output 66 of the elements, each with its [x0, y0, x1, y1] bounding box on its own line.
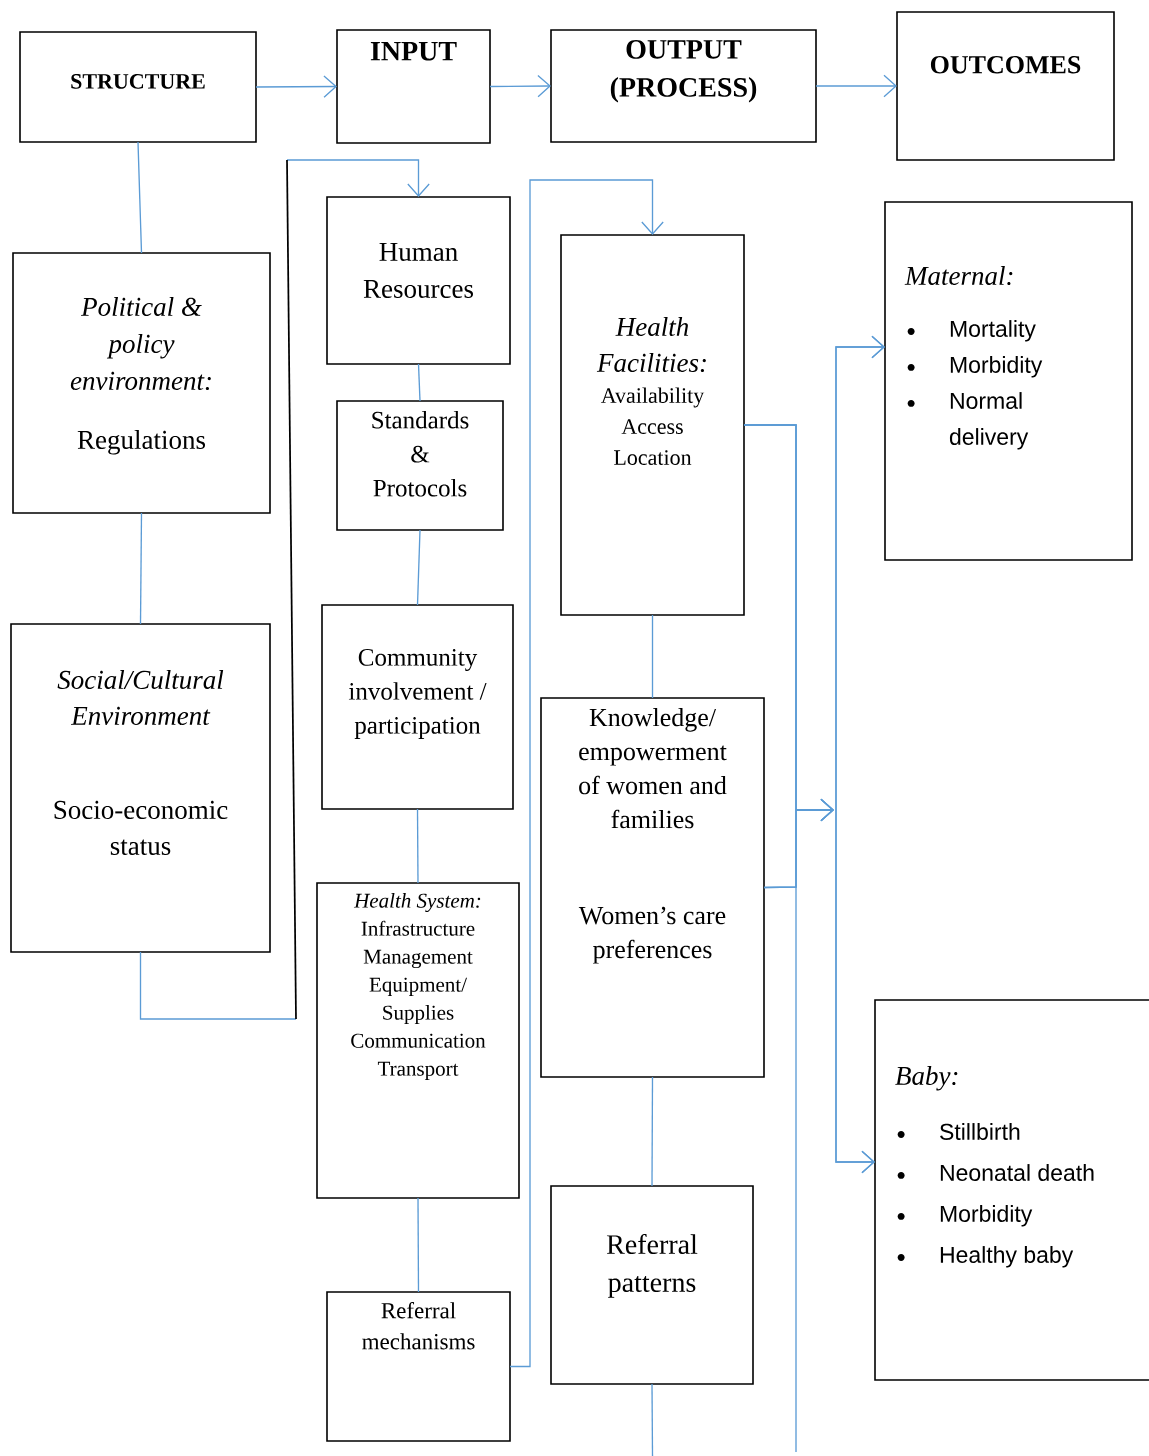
category-box: [550, 29, 817, 143]
box-text: Management: [363, 949, 473, 969]
outcome-box: [874, 999, 1149, 1381]
connector: [255, 75, 337, 98]
heading: OUTPUT (PROCESS): [610, 40, 757, 103]
list-item: Mortality: [907, 320, 1036, 342]
factor-box: [326, 196, 511, 365]
connector: [651, 1076, 654, 1187]
connector: [651, 1383, 654, 1456]
connector: [137, 141, 143, 254]
connector: [139, 512, 143, 625]
connector: [815, 74, 897, 98]
box-text: Community involvement / participation: [348, 649, 487, 739]
box-text: Infrastructure: [361, 920, 475, 936]
connector: [743, 424, 797, 1453]
heading: Baby:: [895, 1066, 958, 1091]
factor-box: [321, 604, 514, 810]
box-text: Referral mechanisms: [362, 1302, 475, 1350]
box-text: Transport: [377, 1061, 459, 1081]
list-item: Normal delivery: [907, 392, 1029, 450]
factor-box: [326, 1291, 511, 1442]
heading: STRUCTURE: [71, 74, 205, 89]
factor-box: [10, 623, 271, 953]
box-text: Access: [621, 419, 683, 434]
factor-box: [336, 400, 504, 531]
connector: [139, 159, 430, 1020]
box-text: Human Resources: [363, 243, 473, 298]
heading: Health System:: [353, 893, 481, 913]
connector: [417, 1197, 420, 1293]
box-text: Availability: [601, 387, 705, 408]
connector: [489, 74, 551, 98]
connector: [763, 798, 875, 1174]
heading: INPUT: [370, 42, 457, 61]
factor-box: [540, 697, 765, 1078]
factor-box: [12, 252, 271, 514]
connector: [417, 363, 421, 402]
category-box: [896, 11, 1115, 161]
box-text: Referral patterns: [606, 1234, 698, 1298]
box-text: Socio-economic status: [54, 800, 228, 855]
factor-box: [550, 1185, 754, 1385]
heading: Maternal:: [904, 266, 1013, 286]
box-text: Location: [614, 450, 692, 465]
heading: Social/Cultural Environment: [57, 670, 224, 725]
factor-box: [560, 234, 745, 616]
box-text: Standards & Protocols: [372, 411, 469, 497]
heading: Health Facilities:: [596, 317, 706, 373]
box-text: Knowledge/ empowerment of women and families: [579, 708, 727, 829]
heading: OUTCOMES: [930, 56, 1081, 74]
connector: [509, 179, 664, 1368]
connector: [416, 529, 421, 606]
category-box: [19, 31, 257, 143]
outcome-box: [884, 201, 1133, 561]
connector: [651, 614, 654, 699]
box-text: Women’s care preferences: [578, 906, 726, 964]
list-item: Morbidity: [907, 356, 1043, 378]
list-item: Neonatal death: [897, 1164, 1094, 1181]
box-text: Regulations: [77, 430, 206, 455]
box-text: Equipment/ Supplies: [369, 977, 467, 1025]
list-item: Morbidity: [897, 1205, 1033, 1227]
list-item: Stillbirth: [897, 1123, 1020, 1140]
box-text: Communication: [351, 1033, 486, 1048]
category-box: [336, 29, 491, 144]
heading: Political & policy environment:: [70, 297, 211, 391]
connector: [416, 808, 419, 884]
list-item: Healthy baby: [897, 1246, 1074, 1268]
factor-box: [316, 882, 520, 1199]
